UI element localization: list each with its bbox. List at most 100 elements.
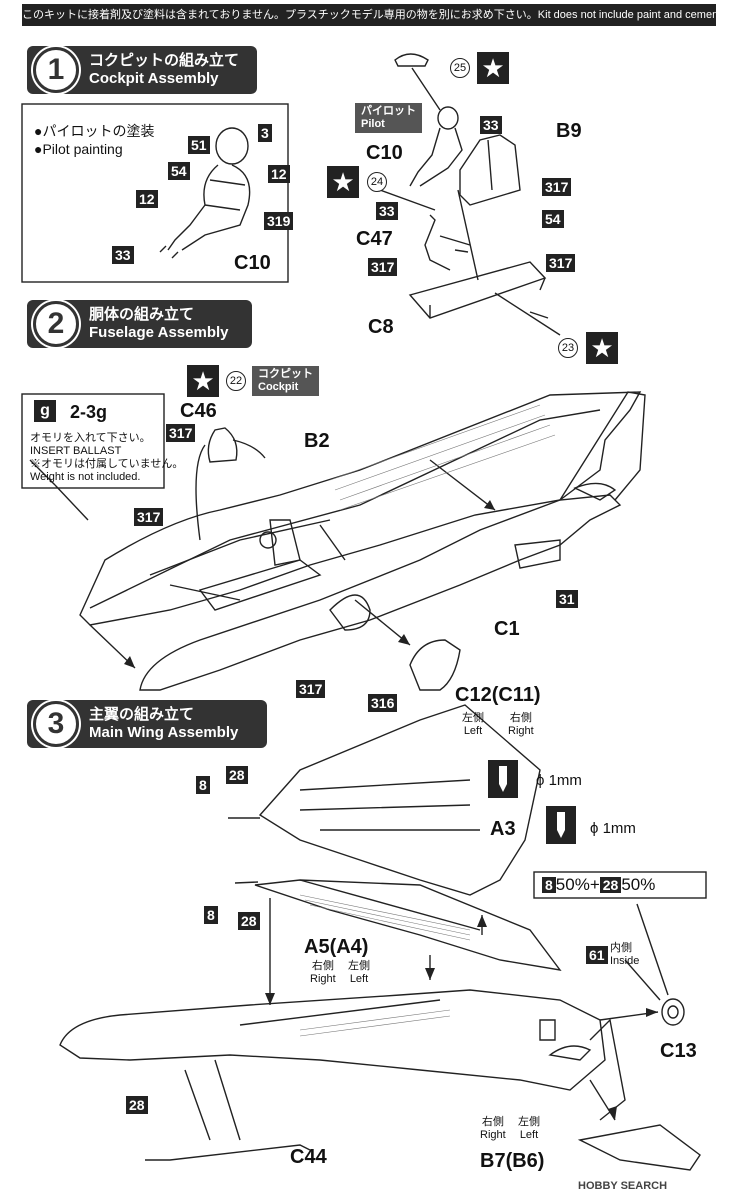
color-51: 51 xyxy=(188,136,210,154)
weight-icon: g xyxy=(34,400,56,422)
step-2-header: 2 胴体の組み立て Fuselage Assembly xyxy=(27,300,252,348)
part-b2: B2 xyxy=(304,430,330,452)
part-c46: C46 xyxy=(180,400,217,422)
color-317-seat: 317 xyxy=(542,178,572,196)
part-a5: A5(A4) xyxy=(304,936,369,958)
part-c47: C47 xyxy=(356,228,393,250)
color-54-seat: 54 xyxy=(542,210,564,228)
step-number: 3 xyxy=(33,701,79,747)
ballast-notes: オモリを入れて下さい。 INSERT BALLAST ※オモリは付属していません… xyxy=(30,432,183,484)
ballast-jp: オモリを入れて下さい。 xyxy=(30,432,151,444)
step-title-jp: コクピットの組み立て xyxy=(89,52,240,69)
not-included-jp: ※オモリは付属していません。 xyxy=(30,458,184,470)
watermark: HOBBY SEARCH xyxy=(578,1180,668,1192)
mix-28-percent: 50% xyxy=(621,875,656,894)
color-317-lower: 317 xyxy=(296,680,326,698)
left-jp: 左側 xyxy=(348,960,370,972)
color-33: 33 xyxy=(112,246,134,264)
step-3-header: 3 主翼の組み立て Main Wing Assembly xyxy=(27,700,267,748)
step-1-header: 1 コクピットの組み立て Cockpit Assembly xyxy=(27,46,257,94)
part-c12: C12(C11) xyxy=(455,684,541,706)
decal-23: 23 xyxy=(558,338,578,358)
not-included-en: Weight is not included. xyxy=(30,471,141,483)
left-jp: 左側 xyxy=(518,1116,540,1128)
right-label-tip: 右側 Right xyxy=(480,1116,506,1142)
color-28-lower: 28 xyxy=(238,912,260,930)
left-en: Left xyxy=(463,725,483,737)
color-319: 319 xyxy=(264,212,294,230)
pilot-painting-jp: ●パイロットの塗装 xyxy=(34,123,155,139)
color-33-seat: 33 xyxy=(480,116,502,134)
pilot-tag-en: Pilot xyxy=(361,118,385,130)
step-number: 2 xyxy=(33,301,79,347)
inside-label: 内側 Inside xyxy=(610,942,639,968)
part-c1: C1 xyxy=(494,618,520,640)
inside-en: Inside xyxy=(610,955,640,967)
part-c10: C10 xyxy=(234,252,271,274)
cockpit-tag: コクピット Cockpit xyxy=(252,366,319,396)
decal-22: 22 xyxy=(226,371,246,391)
part-c10-cockpit: C10 xyxy=(366,142,403,164)
left-label-tip: 左側 Left xyxy=(518,1116,540,1142)
color-317-tub: 317 xyxy=(546,254,576,272)
part-a3: A3 xyxy=(490,818,516,840)
right-en: Right xyxy=(310,973,336,985)
color-61: 61 xyxy=(586,946,608,964)
right-jp: 右側 xyxy=(509,712,532,724)
pilot-tag: パイロット Pilot xyxy=(355,103,422,133)
left-jp: 左側 xyxy=(462,712,484,724)
decal-25: 25 xyxy=(450,58,470,78)
color-8-mix: 8 xyxy=(542,877,556,893)
step-title-en: Cockpit Assembly xyxy=(89,70,219,87)
color-12-left: 12 xyxy=(136,190,158,208)
color-31: 31 xyxy=(556,590,578,608)
wing-parts xyxy=(59,704,701,1171)
step-number: 1 xyxy=(33,47,79,93)
drill-size-2: ϕ 1mm xyxy=(590,820,636,837)
star-icon: ★ xyxy=(187,365,219,397)
right-jp: 右側 xyxy=(481,1116,504,1128)
ballast-box-border xyxy=(21,393,165,489)
color-8-lower: 8 xyxy=(204,906,218,924)
color-3: 3 xyxy=(258,124,272,142)
drill-size-1: ϕ 1mm xyxy=(536,772,582,789)
color-317-canopy: 317 xyxy=(166,424,196,442)
right-side-label: 右側 Right xyxy=(508,712,534,738)
left-side-label: 左側 Left xyxy=(462,712,484,738)
part-b9: B9 xyxy=(556,120,582,142)
step-title-jp: 主翼の組み立て xyxy=(89,706,195,723)
left-en: Left xyxy=(519,1129,539,1141)
color-317-stick: 317 xyxy=(368,258,398,276)
part-c44: C44 xyxy=(290,1146,327,1168)
color-54: 54 xyxy=(168,162,190,180)
star-icon: ★ xyxy=(327,166,359,198)
cockpit-parts xyxy=(379,53,561,336)
pilot-box-border xyxy=(21,103,289,283)
color-28-strut: 28 xyxy=(126,1096,148,1114)
pilot-painting-label: ●パイロットの塗装 ●Pilot painting xyxy=(34,122,154,158)
pilot-figure xyxy=(159,127,251,259)
part-c13: C13 xyxy=(660,1040,697,1062)
step-title-en: Fuselage Assembly xyxy=(89,324,229,341)
right-en: Right xyxy=(480,1129,506,1141)
color-28-pitot: 28 xyxy=(226,766,248,784)
inside-jp: 内側 xyxy=(610,942,632,954)
step-title-jp: 胴体の組み立て xyxy=(89,306,195,323)
decal-24: 24 xyxy=(367,172,387,192)
right-label-wing: 右側 Right xyxy=(310,960,336,986)
kit-notice: このキットに接着剤及び塗料は含まれておりません。プラスチックモデル専用の物を別に… xyxy=(22,4,716,26)
color-317-interior: 317 xyxy=(134,508,164,526)
ballast-weight: 2-3g xyxy=(70,402,108,422)
color-28-mix: 28 xyxy=(599,877,622,893)
step-title-en: Main Wing Assembly xyxy=(89,724,239,741)
star-icon: ★ xyxy=(477,52,509,84)
color-12-right: 12 xyxy=(268,165,290,183)
cockpit-tag-en: Cockpit xyxy=(258,381,299,393)
part-b7: B7(B6) xyxy=(480,1150,545,1172)
mix-8-percent: 50%+ xyxy=(555,875,600,894)
star-icon: ★ xyxy=(586,332,618,364)
cockpit-tag-jp: コクピット xyxy=(258,368,313,380)
color-316: 316 xyxy=(368,694,398,712)
